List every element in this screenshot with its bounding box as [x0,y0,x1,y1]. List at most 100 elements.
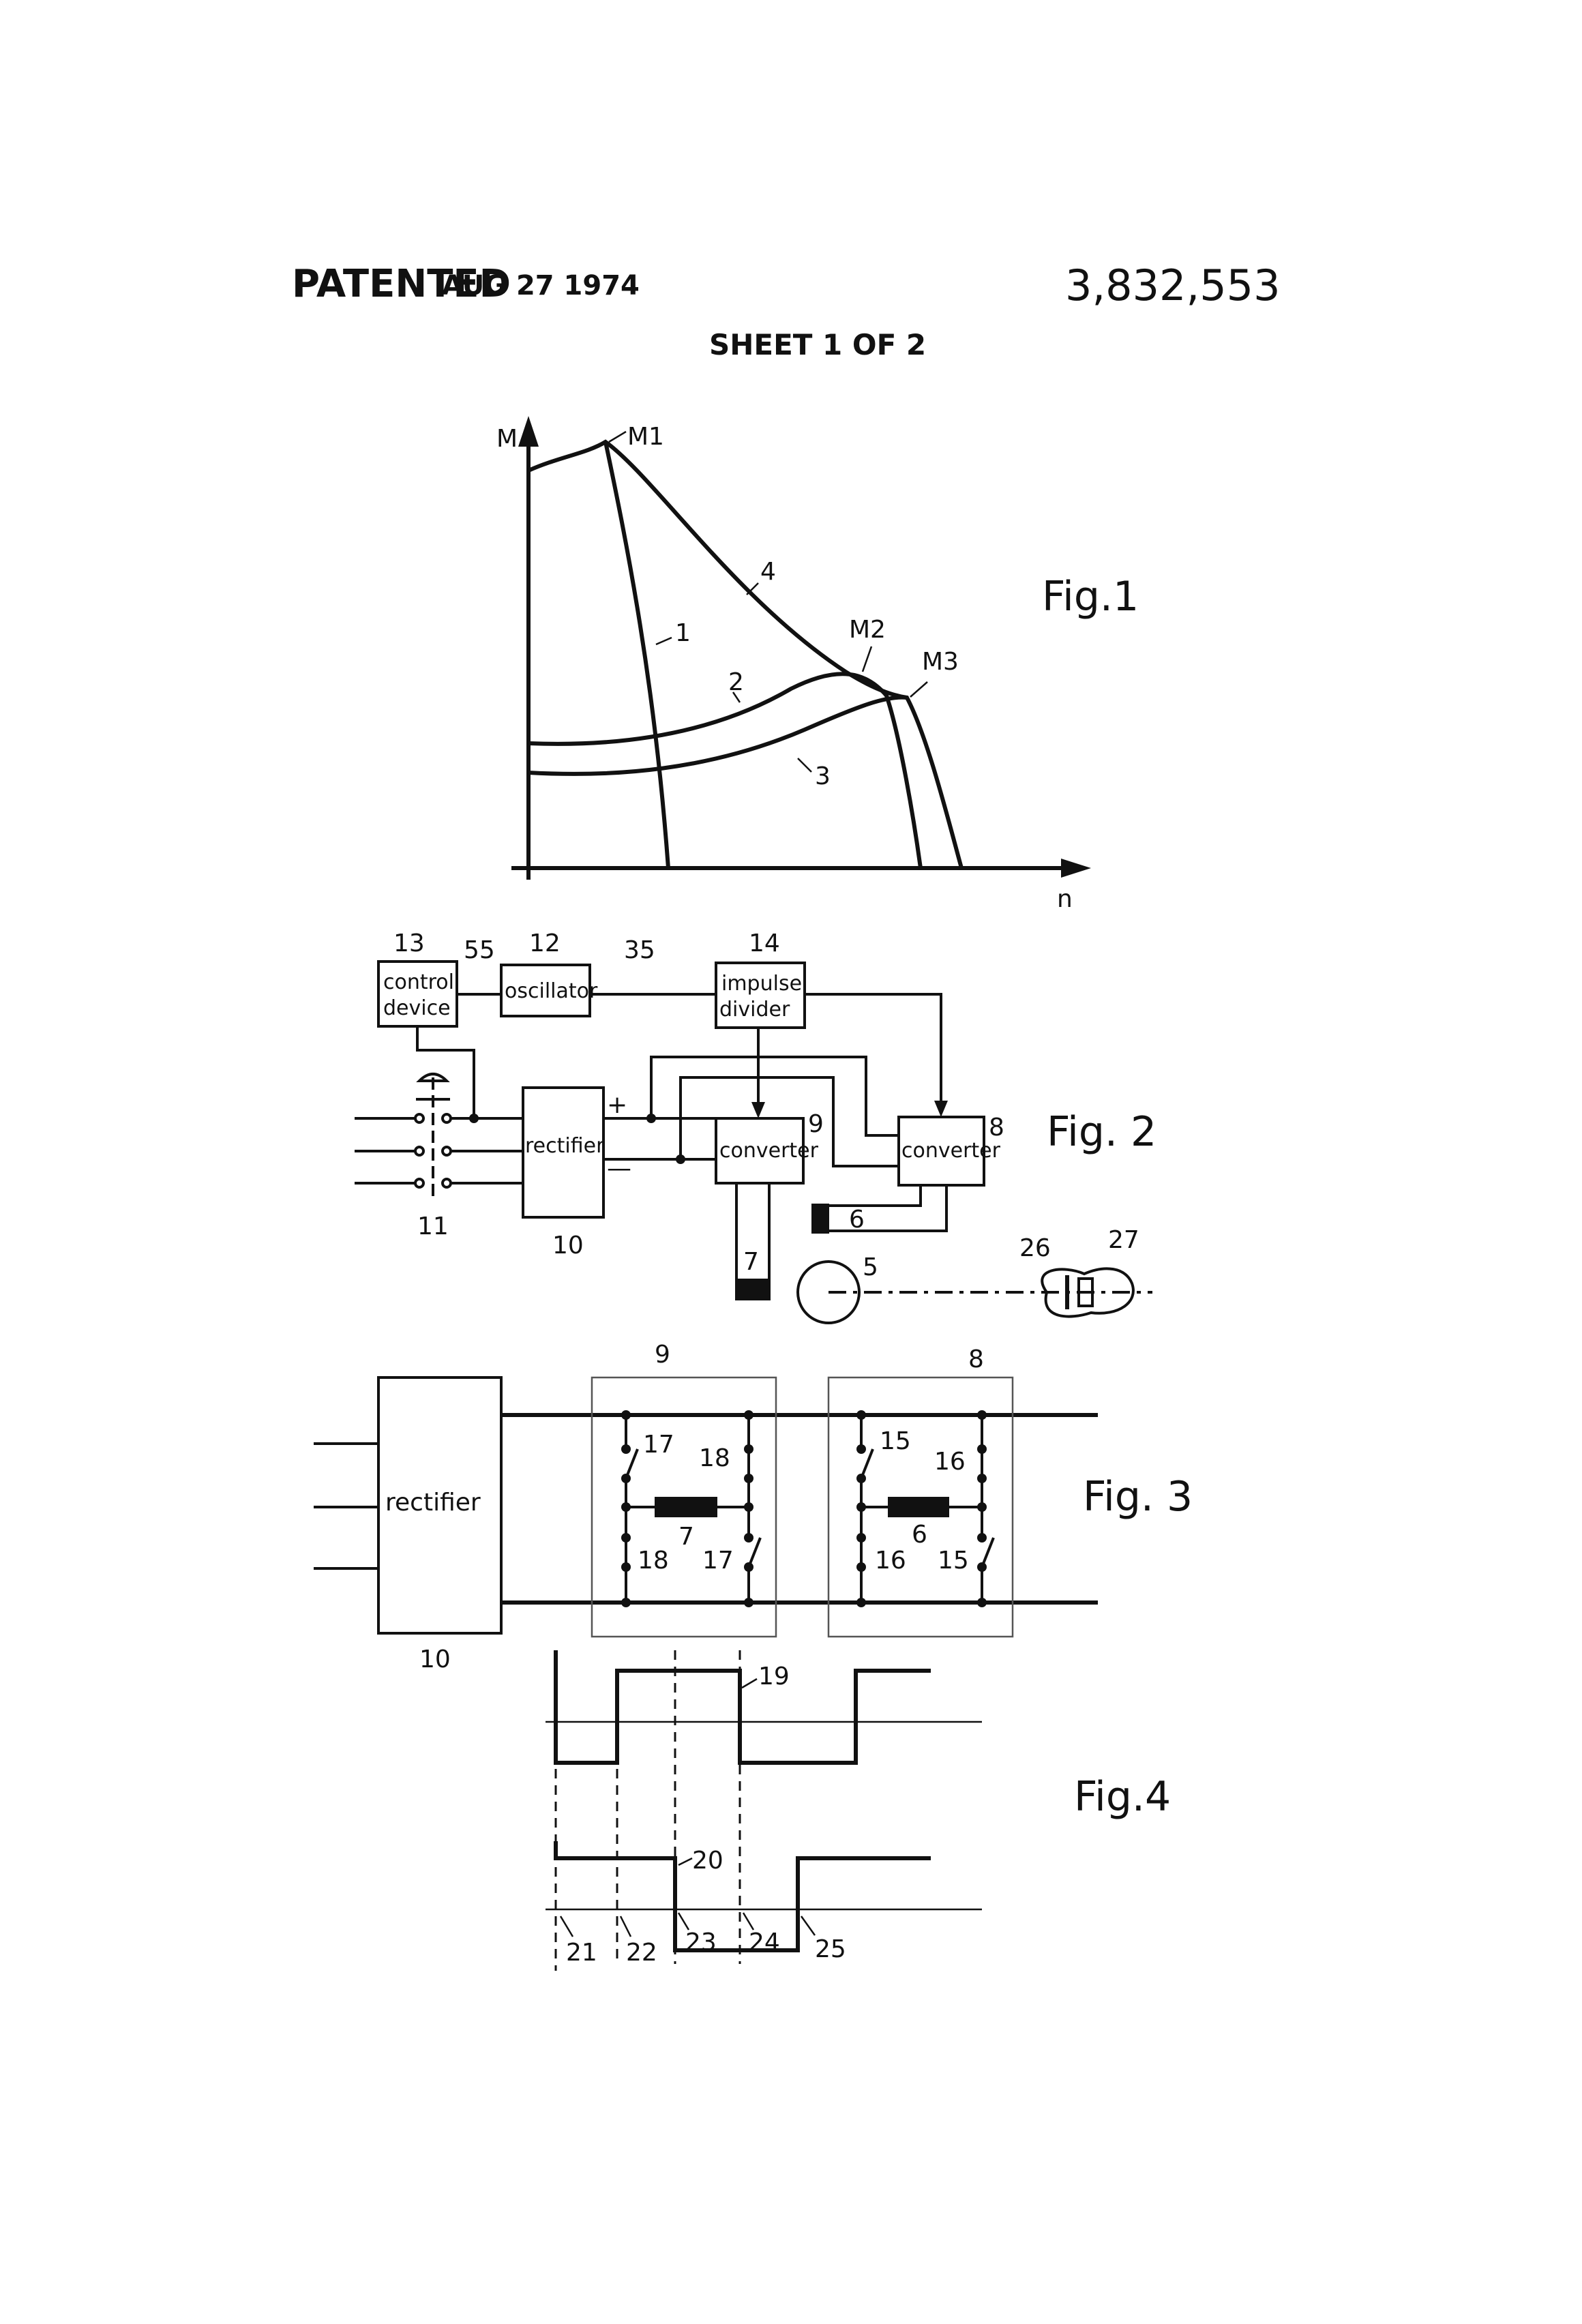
leader-24 [743,1913,753,1930]
arrow-to-converter-9 [751,1102,765,1118]
fig1-curve-4 [528,442,907,698]
ref-10-fig3: 10 [419,1645,451,1673]
leader-22 [621,1916,631,1937]
ref-8: 8 [989,1114,1004,1142]
ref-10: 10 [552,1232,584,1260]
ref-20: 20 [692,1847,723,1875]
figure-1: M n M1 M2 M3 1 2 3 4 Fig.1 [496,416,1139,913]
ref-35: 35 [624,936,655,964]
ref-6: 6 [849,1206,865,1234]
leader-19 [742,1679,757,1688]
ref-11: 11 [417,1212,449,1240]
fig1-point-m1: M1 [627,423,664,451]
winding-6-fig3 [888,1497,949,1517]
fig4-caption: Fig.4 [1074,1773,1171,1821]
ref-15-lower: 15 [938,1547,969,1575]
fig3-caption: Fig. 3 [1083,1473,1193,1521]
switch-contact-2a [415,1147,423,1155]
ref-6-fig3: 6 [912,1521,927,1549]
fig1-y-arrow [518,416,539,447]
fig1-y-label: M [496,425,518,453]
ref-9: 9 [808,1110,824,1138]
fig1-curve-label-2: 2 [728,668,744,696]
switch-contact-1a [415,1114,423,1122]
winding-7 [736,1279,769,1299]
wire-control-to-switch [417,1026,474,1118]
ref-14: 14 [749,929,780,957]
figure-2: control device oscillator impulse divide… [355,929,1156,1323]
impulse-divider-label-2: divider [719,998,790,1022]
patent-date: AUG 27 1974 [442,270,640,301]
patent-number: 3,832,553 [1065,260,1281,310]
fig1-curve-3 [528,698,961,868]
arrow-to-converter-8 [934,1101,948,1117]
junction-control [469,1114,479,1123]
ref-16-lower: 16 [875,1547,906,1575]
ref-26: 26 [1019,1234,1051,1262]
waveform-19 [556,1650,931,1763]
winding-6 [811,1204,829,1234]
sheet-number: SHEET 1 OF 2 [709,328,926,361]
winding-7-fig3 [655,1497,717,1517]
ref-9-fig3: 9 [655,1341,670,1369]
fig1-curve-label-4: 4 [760,558,776,586]
rectifier-label-fig2: rectifier [525,1134,605,1158]
fig1-caption: Fig.1 [1042,573,1139,621]
fig1-curve-1 [606,442,668,868]
fig1-leader-m2 [863,646,871,672]
control-device-label-1: control [383,970,454,994]
fig1-curve-label-1: 1 [675,619,691,647]
fig1-curve-2 [528,674,921,868]
ref-24: 24 [749,1928,780,1956]
converter-9-label: converter [719,1139,819,1163]
rectifier-label-fig3: rectifier [385,1489,481,1517]
ref-25: 25 [815,1935,846,1963]
figure-3: rectifier [314,1341,1193,1673]
waveform-20 [556,1841,931,1950]
ref-5: 5 [863,1253,878,1281]
fig1-x-arrow [1061,859,1091,878]
leader-25 [801,1916,815,1935]
ref-7: 7 [743,1248,759,1276]
ref-15-upper: 15 [880,1427,911,1455]
ref-17-lower: 17 [702,1547,734,1575]
control-device-label-2: device [383,996,451,1020]
wire-impulse-to-converter-8 [805,994,941,1105]
leader-21 [561,1916,573,1937]
winding-6-lead-bottom [822,1185,946,1231]
minus-sign: — [607,1154,631,1182]
switch-contact-2b [443,1147,451,1155]
fig1-x-label: n [1057,885,1073,913]
ref-27: 27 [1108,1226,1139,1254]
ref-19: 19 [758,1663,790,1690]
fig1-point-m3: M3 [922,648,959,676]
wire-plus-to-converter-8 [651,1057,899,1135]
ref-21: 21 [566,1939,597,1967]
fig2-caption: Fig. 2 [1047,1108,1156,1156]
fig1-leader-m1 [609,432,626,442]
fig1-curve-label-3: 3 [815,762,831,790]
fig1-point-m2: M2 [849,616,886,644]
fig1-leader-m3 [910,682,927,697]
ref-13: 13 [393,929,425,957]
converter-8-label: converter [901,1139,1001,1163]
ref-18-upper: 18 [699,1444,730,1472]
fig1-leader-3 [798,758,811,772]
figure-4: 19 20 21 22 23 24 25 Fig.4 [546,1650,1171,1971]
winding-6-lead-top [822,1185,921,1206]
fig1-leader-1 [656,638,672,644]
ref-17-upper: 17 [643,1431,674,1459]
ref-22: 22 [626,1939,657,1967]
leader-20 [678,1858,692,1865]
impulse-divider-label-1: impulse [721,972,802,996]
oscillator-label: oscillator [505,979,598,1003]
leader-23 [678,1913,689,1930]
ref-16-upper: 16 [934,1448,966,1476]
ref-18-lower: 18 [638,1547,669,1575]
switch-contact-3b [443,1179,451,1187]
switch-contact-3a [415,1179,423,1187]
plus-sign: + [607,1091,627,1119]
ref-7-fig3: 7 [678,1523,694,1551]
switch-contact-1b [443,1114,451,1122]
